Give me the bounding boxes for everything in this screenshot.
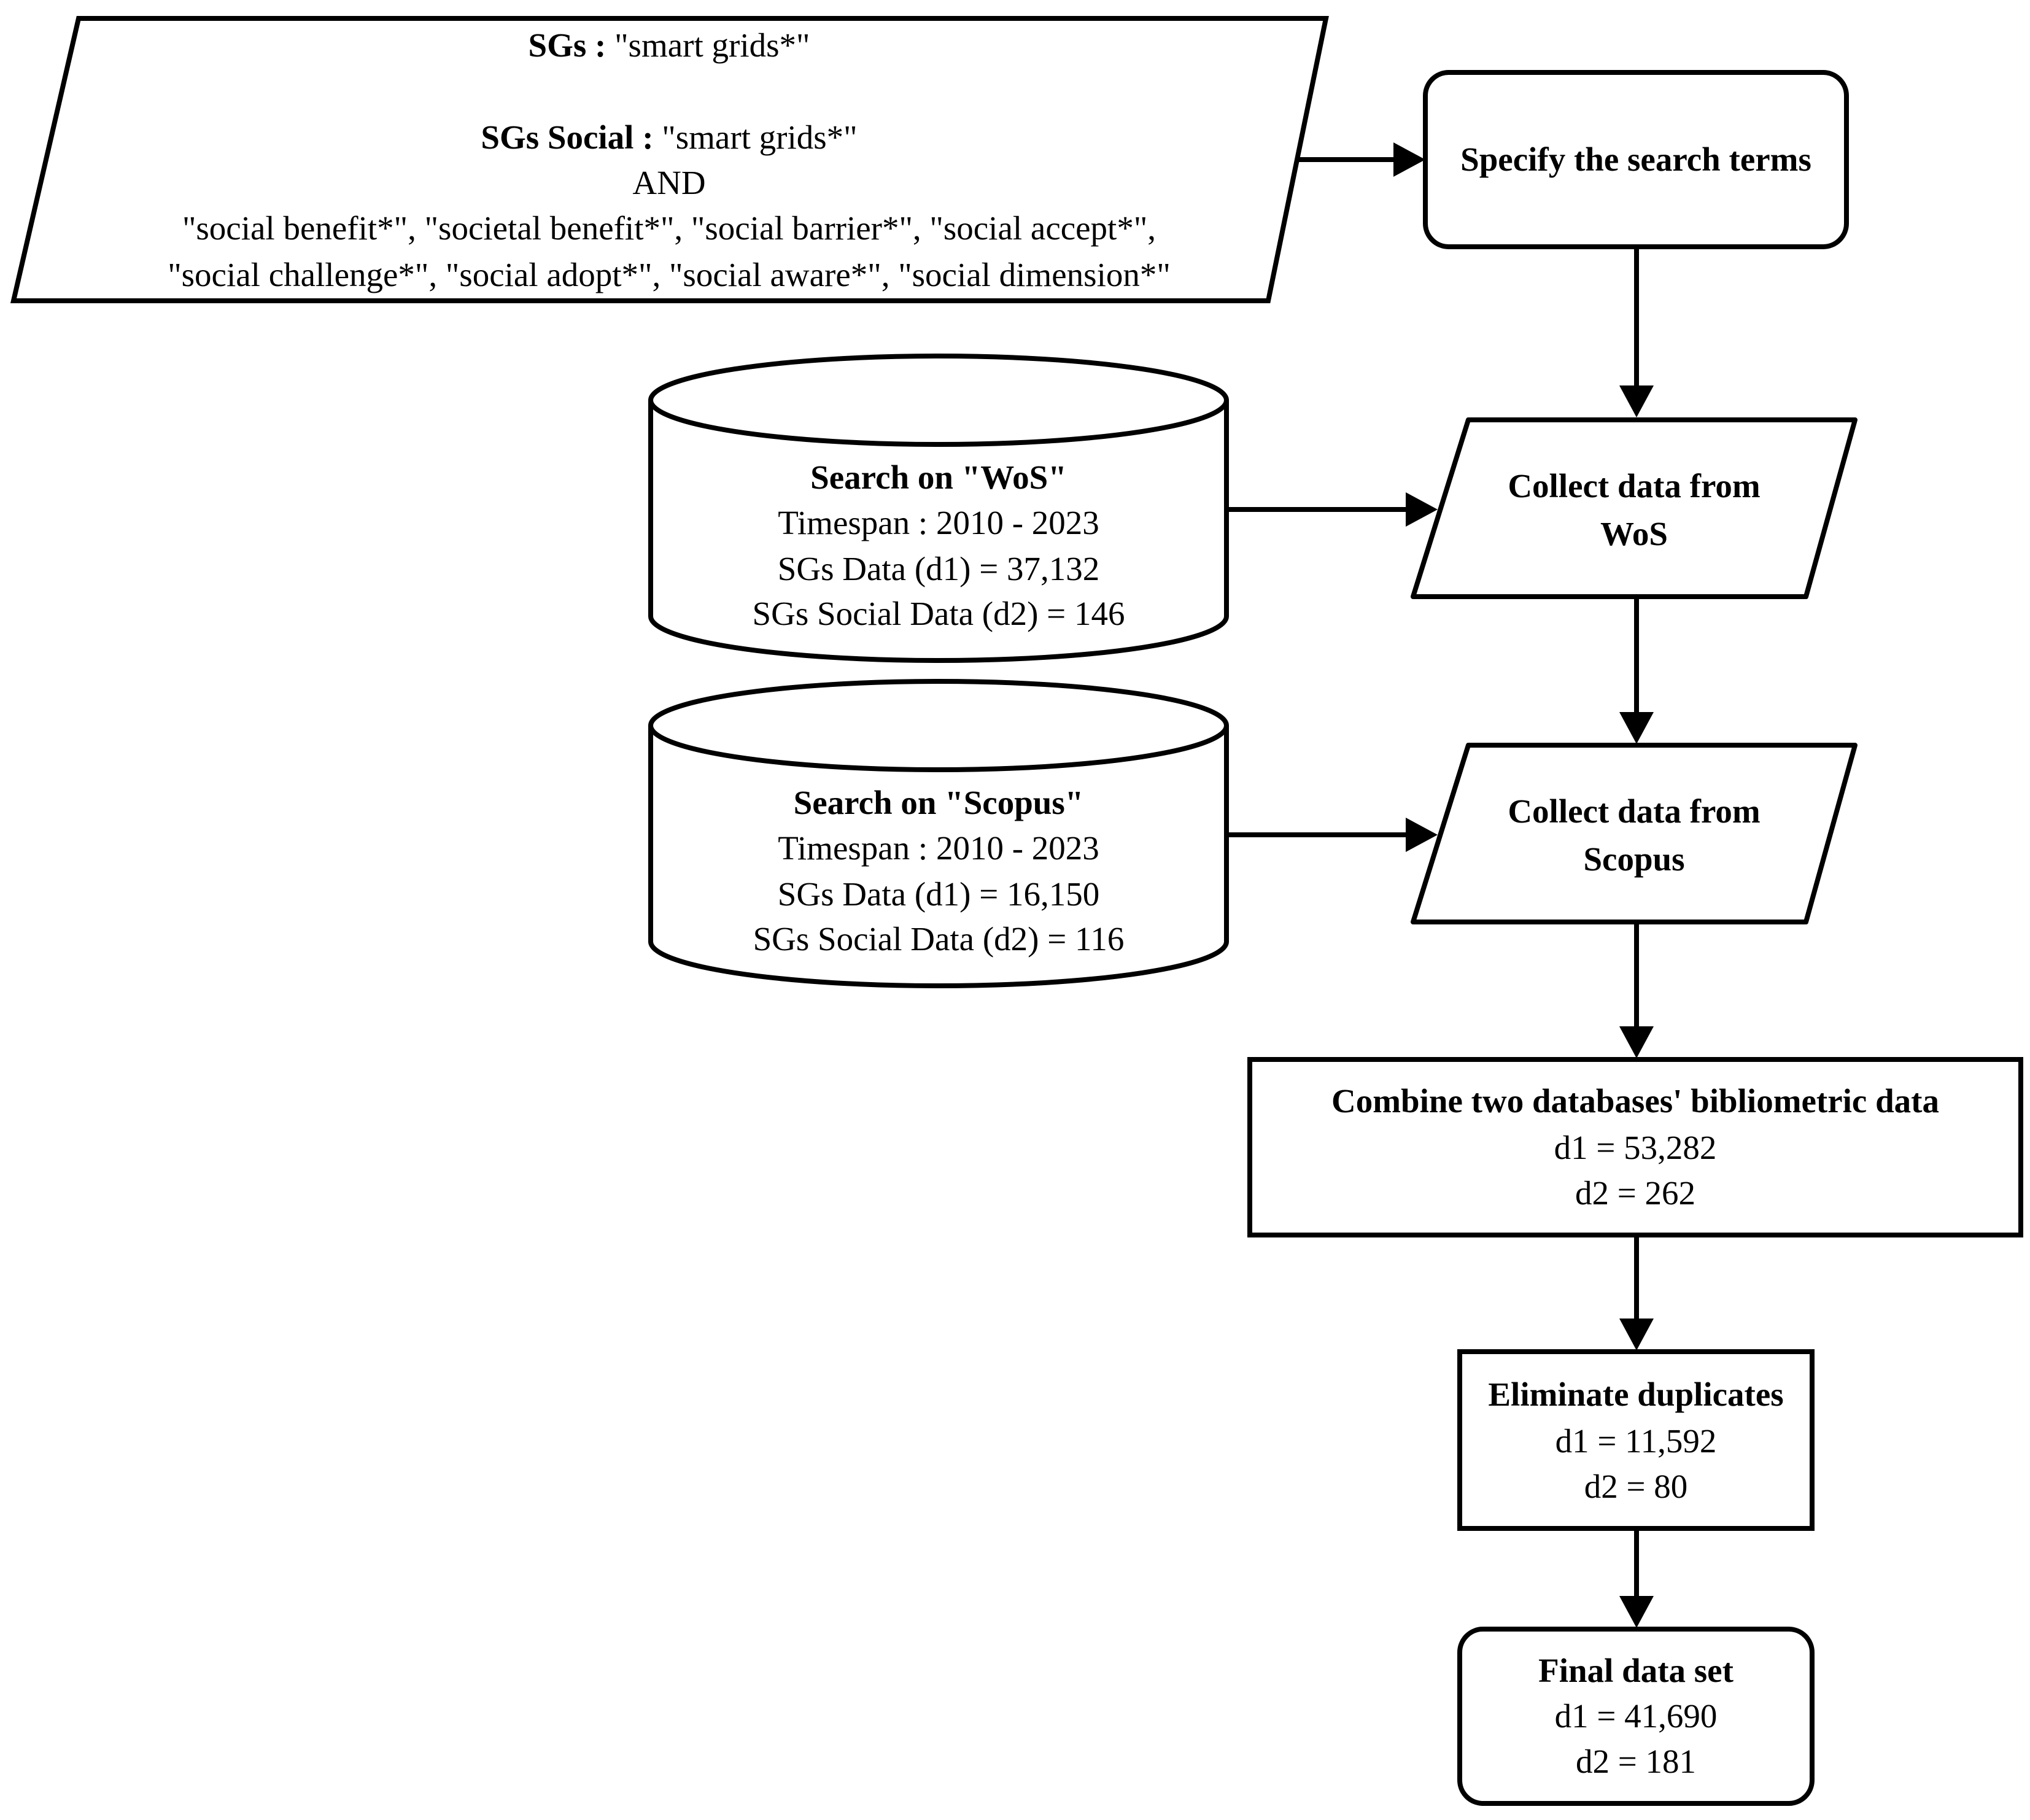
collect-wos-parallelogram bbox=[1411, 417, 1858, 599]
scopus-cylinder-top bbox=[648, 679, 1229, 772]
search-terms-line-2: "social challenge*", "social adopt*", "s… bbox=[168, 256, 1171, 293]
combine-title: Combine two databases' bibliometric data bbox=[1331, 1082, 1939, 1120]
arrowhead-collect-wos-to-collect-scopus bbox=[1619, 712, 1654, 744]
scopus-database: Search on "Scopus" Timespan : 2010 - 202… bbox=[648, 679, 1229, 988]
search-terms-line-1: "social benefit*", "societal benefit*", … bbox=[182, 209, 1156, 247]
collect-wos-line-1: Collect data from bbox=[1508, 467, 1760, 505]
connectors bbox=[1226, 142, 1654, 1628]
combine-d1: d1 = 53,282 bbox=[1554, 1129, 1717, 1166]
collect-wos-step: Collect data from WoS bbox=[1411, 417, 1858, 599]
wos-d1: SGs Data (d1) = 37,132 bbox=[778, 550, 1099, 587]
specify-search-terms-step: Specify the search terms bbox=[1423, 70, 1849, 249]
combine-box bbox=[1247, 1057, 2023, 1237]
arrowhead-combine-to-eliminate bbox=[1619, 1319, 1654, 1350]
sgs-social-value: "smart grids*" bbox=[662, 118, 857, 156]
combine-d2: d2 = 262 bbox=[1575, 1174, 1695, 1212]
wos-cylinder-top bbox=[648, 354, 1229, 447]
final-d1: d1 = 41,690 bbox=[1555, 1697, 1718, 1735]
sgs-social-label: SGs Social : bbox=[481, 118, 653, 156]
arrowhead-wos-db-to-collect bbox=[1406, 492, 1438, 527]
sgs-line: SGs : "smart grids*" bbox=[529, 26, 810, 64]
wos-cylinder-body bbox=[648, 400, 1229, 663]
and-operator: AND bbox=[632, 164, 705, 201]
eliminate-d1: d1 = 11,592 bbox=[1555, 1422, 1717, 1460]
arrowhead-collect-scopus-to-combine bbox=[1619, 1026, 1654, 1058]
arrowhead-eliminate-to-final bbox=[1619, 1596, 1654, 1628]
final-d2: d2 = 181 bbox=[1576, 1743, 1696, 1780]
scopus-d1: SGs Data (d1) = 16,150 bbox=[778, 875, 1099, 913]
collect-scopus-parallelogram bbox=[1411, 743, 1858, 924]
collect-wos-line-2: WoS bbox=[1600, 515, 1668, 552]
collect-scopus-line-2: Scopus bbox=[1583, 840, 1684, 878]
eliminate-d2: d2 = 80 bbox=[1584, 1468, 1688, 1505]
eliminate-step: Eliminate duplicates d1 = 11,592 d2 = 80 bbox=[1457, 1349, 1815, 1531]
arrowhead-specify-to-collect-wos bbox=[1619, 385, 1654, 417]
scopus-timespan: Timespan : 2010 - 2023 bbox=[778, 829, 1099, 867]
wos-title: Search on "WoS" bbox=[810, 459, 1067, 496]
scopus-d2: SGs Social Data (d2) = 116 bbox=[753, 920, 1125, 958]
final-title: Final data set bbox=[1538, 1652, 1734, 1689]
scopus-title: Search on "Scopus" bbox=[794, 784, 1084, 821]
wos-timespan: Timespan : 2010 - 2023 bbox=[778, 504, 1099, 541]
query-terms-box: SGs : "smart grids*" SGs Social : "smart… bbox=[10, 16, 1329, 303]
specify-label: Specify the search terms bbox=[1460, 141, 1811, 178]
scopus-cylinder-body bbox=[648, 726, 1229, 988]
collect-scopus-step: Collect data from Scopus bbox=[1411, 743, 1858, 924]
eliminate-box bbox=[1457, 1349, 1815, 1531]
collect-scopus-line-1: Collect data from bbox=[1508, 792, 1760, 830]
wos-d2: SGs Social Data (d2) = 146 bbox=[753, 595, 1125, 632]
query-parallelogram bbox=[10, 16, 1329, 303]
sgs-social-line: SGs Social : "smart grids*" bbox=[481, 118, 857, 156]
eliminate-title: Eliminate duplicates bbox=[1488, 1376, 1783, 1413]
sgs-value: "smart grids*" bbox=[614, 26, 810, 64]
final-rounded-box bbox=[1457, 1627, 1815, 1806]
arrowhead-scopus-db-to-collect bbox=[1406, 818, 1438, 852]
arrowhead-query-to-specify bbox=[1393, 142, 1425, 177]
specify-rounded-box bbox=[1423, 70, 1849, 249]
sgs-label: SGs : bbox=[529, 26, 606, 64]
combine-step: Combine two databases' bibliometric data… bbox=[1247, 1057, 2023, 1237]
wos-database: Search on "WoS" Timespan : 2010 - 2023 S… bbox=[648, 354, 1229, 663]
final-step: Final data set d1 = 41,690 d2 = 181 bbox=[1457, 1627, 1815, 1806]
